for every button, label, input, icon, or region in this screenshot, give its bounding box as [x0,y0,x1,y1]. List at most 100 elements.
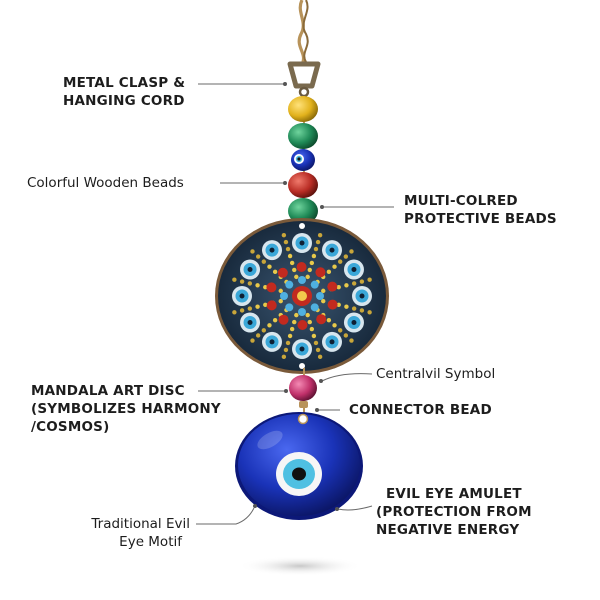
mandala-dot-petal [287,333,293,339]
label-mandala-line3: /COSMOS) [31,419,110,435]
metal-clasp [287,61,321,98]
mandala-dot-red [266,282,277,293]
mandala-dot-petal [344,283,349,288]
mandala-dot-red [266,300,277,311]
mandala-dot-red [277,267,288,278]
mandala-dot-petal [283,347,289,353]
mandala-dot-red [296,262,307,273]
mandala-dot-inner [316,292,324,300]
mandala-dot-inner [298,276,306,284]
mandala-dot-petal [281,232,287,238]
mandala-dot-inner [285,303,294,312]
label-mandala: MANDALA ART DISC (SYMBOLIZES HARMONY /CO… [31,382,221,436]
mandala-dot-petal [367,277,372,282]
label-protective-beads: MULTI-COLRED PROTECTIVE BEADS [404,192,557,228]
mandala-dot-petal [313,246,319,252]
label-central-symbol-text: Centralvil Symbol [376,366,496,382]
mandala-dot-petal [315,347,321,353]
label-evil-eye-amulet-line1: EVIL EYE AMULET [386,486,522,502]
mandala-dot-petal [263,302,268,308]
mandala-dot-outer-pupil [351,320,357,325]
mandala-center-inner [297,291,307,301]
label-clasp-line1: METAL CLASP & [63,75,186,91]
mandala-dot-petal [326,317,332,323]
label-evil-eye-amulet: EVIL EYE AMULET (PROTECTION FROM NEGATIV… [376,485,532,539]
mandala-dot-petal [367,310,372,315]
mandala-dot-petal [272,317,278,323]
mandala-dot-petal [336,302,341,308]
mandala-dot-petal [267,323,272,328]
mandala-dot-petal [305,274,310,280]
mandala-dot-petal [261,259,267,264]
bead-green-top [288,123,318,149]
label-central-symbol: Centralvil Symbol [376,365,495,383]
mandala-dot-petal [351,281,357,286]
bead-green-bottom [288,198,318,224]
mandala-dot-petal [239,279,245,284]
mandala-dot-petal [278,288,283,294]
leader-dots [253,82,339,511]
mandala-dot-petal [255,304,260,309]
label-wooden-beads-text: Colorful Wooden Beads [27,175,184,191]
mandala-dot-petal [250,338,255,343]
mandala-dot-petal [283,239,289,245]
label-connector-bead: CONNECTOR BEAD [349,401,492,419]
mandala-dot-petal [247,306,253,311]
mandala-dot-petal [317,232,323,238]
mandala-dot-outer-pupil [351,267,357,272]
label-mandala-line1: MANDALA ART DISC [31,383,185,399]
mandala-dot-red [297,319,308,330]
mandala-dot-petal [292,267,297,273]
label-mandala-line2: (SYMBOLIZES HARMONY [31,401,221,417]
mandala-dot-petal [263,284,268,290]
mandala-dot-petal [289,326,295,332]
mandala-dot-red [327,281,338,292]
mandala-dot-petal [359,279,365,284]
mandala-dot-petal [307,319,312,325]
mandala-dot-petal [239,308,245,313]
mandala-dot-petal [261,328,267,333]
mandala-dot-inner [285,280,294,289]
mandala-dot-petal [343,254,349,259]
mandala-dot-petal [294,274,299,280]
evil-eye-amulet [235,412,363,520]
label-traditional-motif: Traditional Evil Eye Motif [52,515,190,551]
label-wooden-beads: Colorful Wooden Beads [27,174,184,192]
mandala-dot-petal [332,264,337,269]
mandala-dot-petal [359,308,365,313]
mandala-dot-outer-pupil [299,240,305,246]
mandala-dot-outer-pupil [247,267,253,272]
label-traditional-motif-line1: Traditional Evil [91,516,190,532]
mandala-dot-red [278,314,289,325]
hanging-cord [297,0,309,63]
mandala-dot-petal [278,298,283,304]
mandala-dot-petal [321,298,326,304]
mandala-dot-petal [317,354,323,360]
mandala-dot-petal [349,249,354,254]
mandala-dot-outer-pupil [269,247,275,253]
mandala-dot-petal [311,333,317,339]
mandala-dot-petal [267,264,272,269]
mandala-dot-petal [307,267,312,273]
eye-pupil [292,467,306,481]
mandala-dot-petal [247,281,253,286]
mandala-dot-petal [344,304,349,309]
mandala-dot-outer-pupil [247,320,253,325]
mandala-dot-petal [321,288,326,294]
mandala-dot-petal [326,269,332,275]
mandala-dot-outer-pupil [239,293,245,299]
bead-red [288,172,318,198]
mandala-dot-petal [255,254,261,259]
mandala-dot-petal [309,260,315,266]
mandala-dot-outer-pupil [269,339,275,345]
label-traditional-motif-line2: Eye Motif [119,534,182,550]
mandala-dot-outer-pupil [329,339,335,345]
floor-shadow [238,556,362,576]
mandala-dot-petal [315,239,321,245]
mandala-dot-petal [287,253,293,259]
mandala-dot-petal [336,284,341,290]
bead-yellow [288,96,318,122]
mandala-dot-petal [255,283,260,288]
eye-bead-small [291,149,315,171]
mandala-dot-petal [311,253,317,259]
